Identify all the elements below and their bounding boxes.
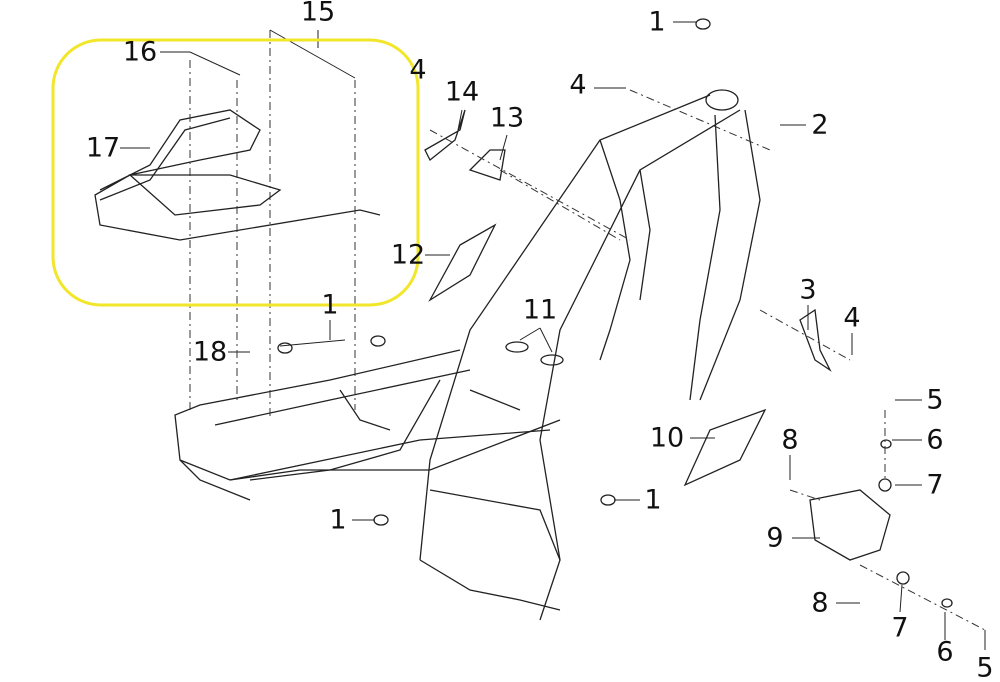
- callout-11: 11: [522, 294, 558, 326]
- callout-8: 8: [811, 587, 829, 619]
- part-12: [428, 223, 497, 302]
- callout-18: 18: [192, 336, 228, 368]
- callout-4: 4: [409, 54, 427, 86]
- callout-16: 16: [122, 36, 158, 68]
- callout-3: 3: [799, 274, 817, 306]
- part-3: [799, 308, 832, 372]
- washer-1: [695, 18, 711, 30]
- callout-6: 6: [936, 636, 954, 668]
- callout-5: 5: [976, 652, 994, 682]
- callout-1: 1: [329, 504, 347, 536]
- callout-8: 8: [781, 424, 799, 456]
- callout-5: 5: [926, 384, 944, 416]
- rear-rack: [94, 109, 381, 241]
- highlight-box: [51, 38, 420, 307]
- callout-13: 13: [489, 102, 525, 134]
- part-10: [683, 408, 767, 487]
- callout-4: 4: [569, 69, 587, 101]
- part-14: [424, 109, 466, 162]
- head-tube: [705, 89, 739, 111]
- part-9: [809, 489, 891, 561]
- callout-6: 6: [926, 424, 944, 456]
- rear-subframe: [214, 369, 471, 426]
- frame-down-tube: [699, 109, 761, 401]
- callout-4: 4: [843, 302, 861, 334]
- callout-12: 12: [390, 239, 426, 271]
- part-13: [468, 149, 506, 181]
- callout-17: 17: [85, 132, 121, 164]
- part-11: [505, 341, 529, 353]
- callout-10: 10: [649, 422, 685, 454]
- frame-main-spar: [419, 94, 711, 561]
- callout-1: 1: [648, 6, 666, 38]
- callout-1: 1: [321, 289, 339, 321]
- callout-1: 1: [644, 484, 662, 516]
- callout-14: 14: [444, 76, 480, 108]
- frame-main-spar: [539, 109, 741, 561]
- rear-subframe: [174, 349, 551, 481]
- callout-9: 9: [766, 522, 784, 554]
- callout-7: 7: [891, 612, 909, 644]
- callout-7: 7: [926, 469, 944, 501]
- callout-2: 2: [811, 109, 829, 141]
- callout-15: 15: [300, 0, 336, 28]
- frame-down-tube: [689, 114, 721, 401]
